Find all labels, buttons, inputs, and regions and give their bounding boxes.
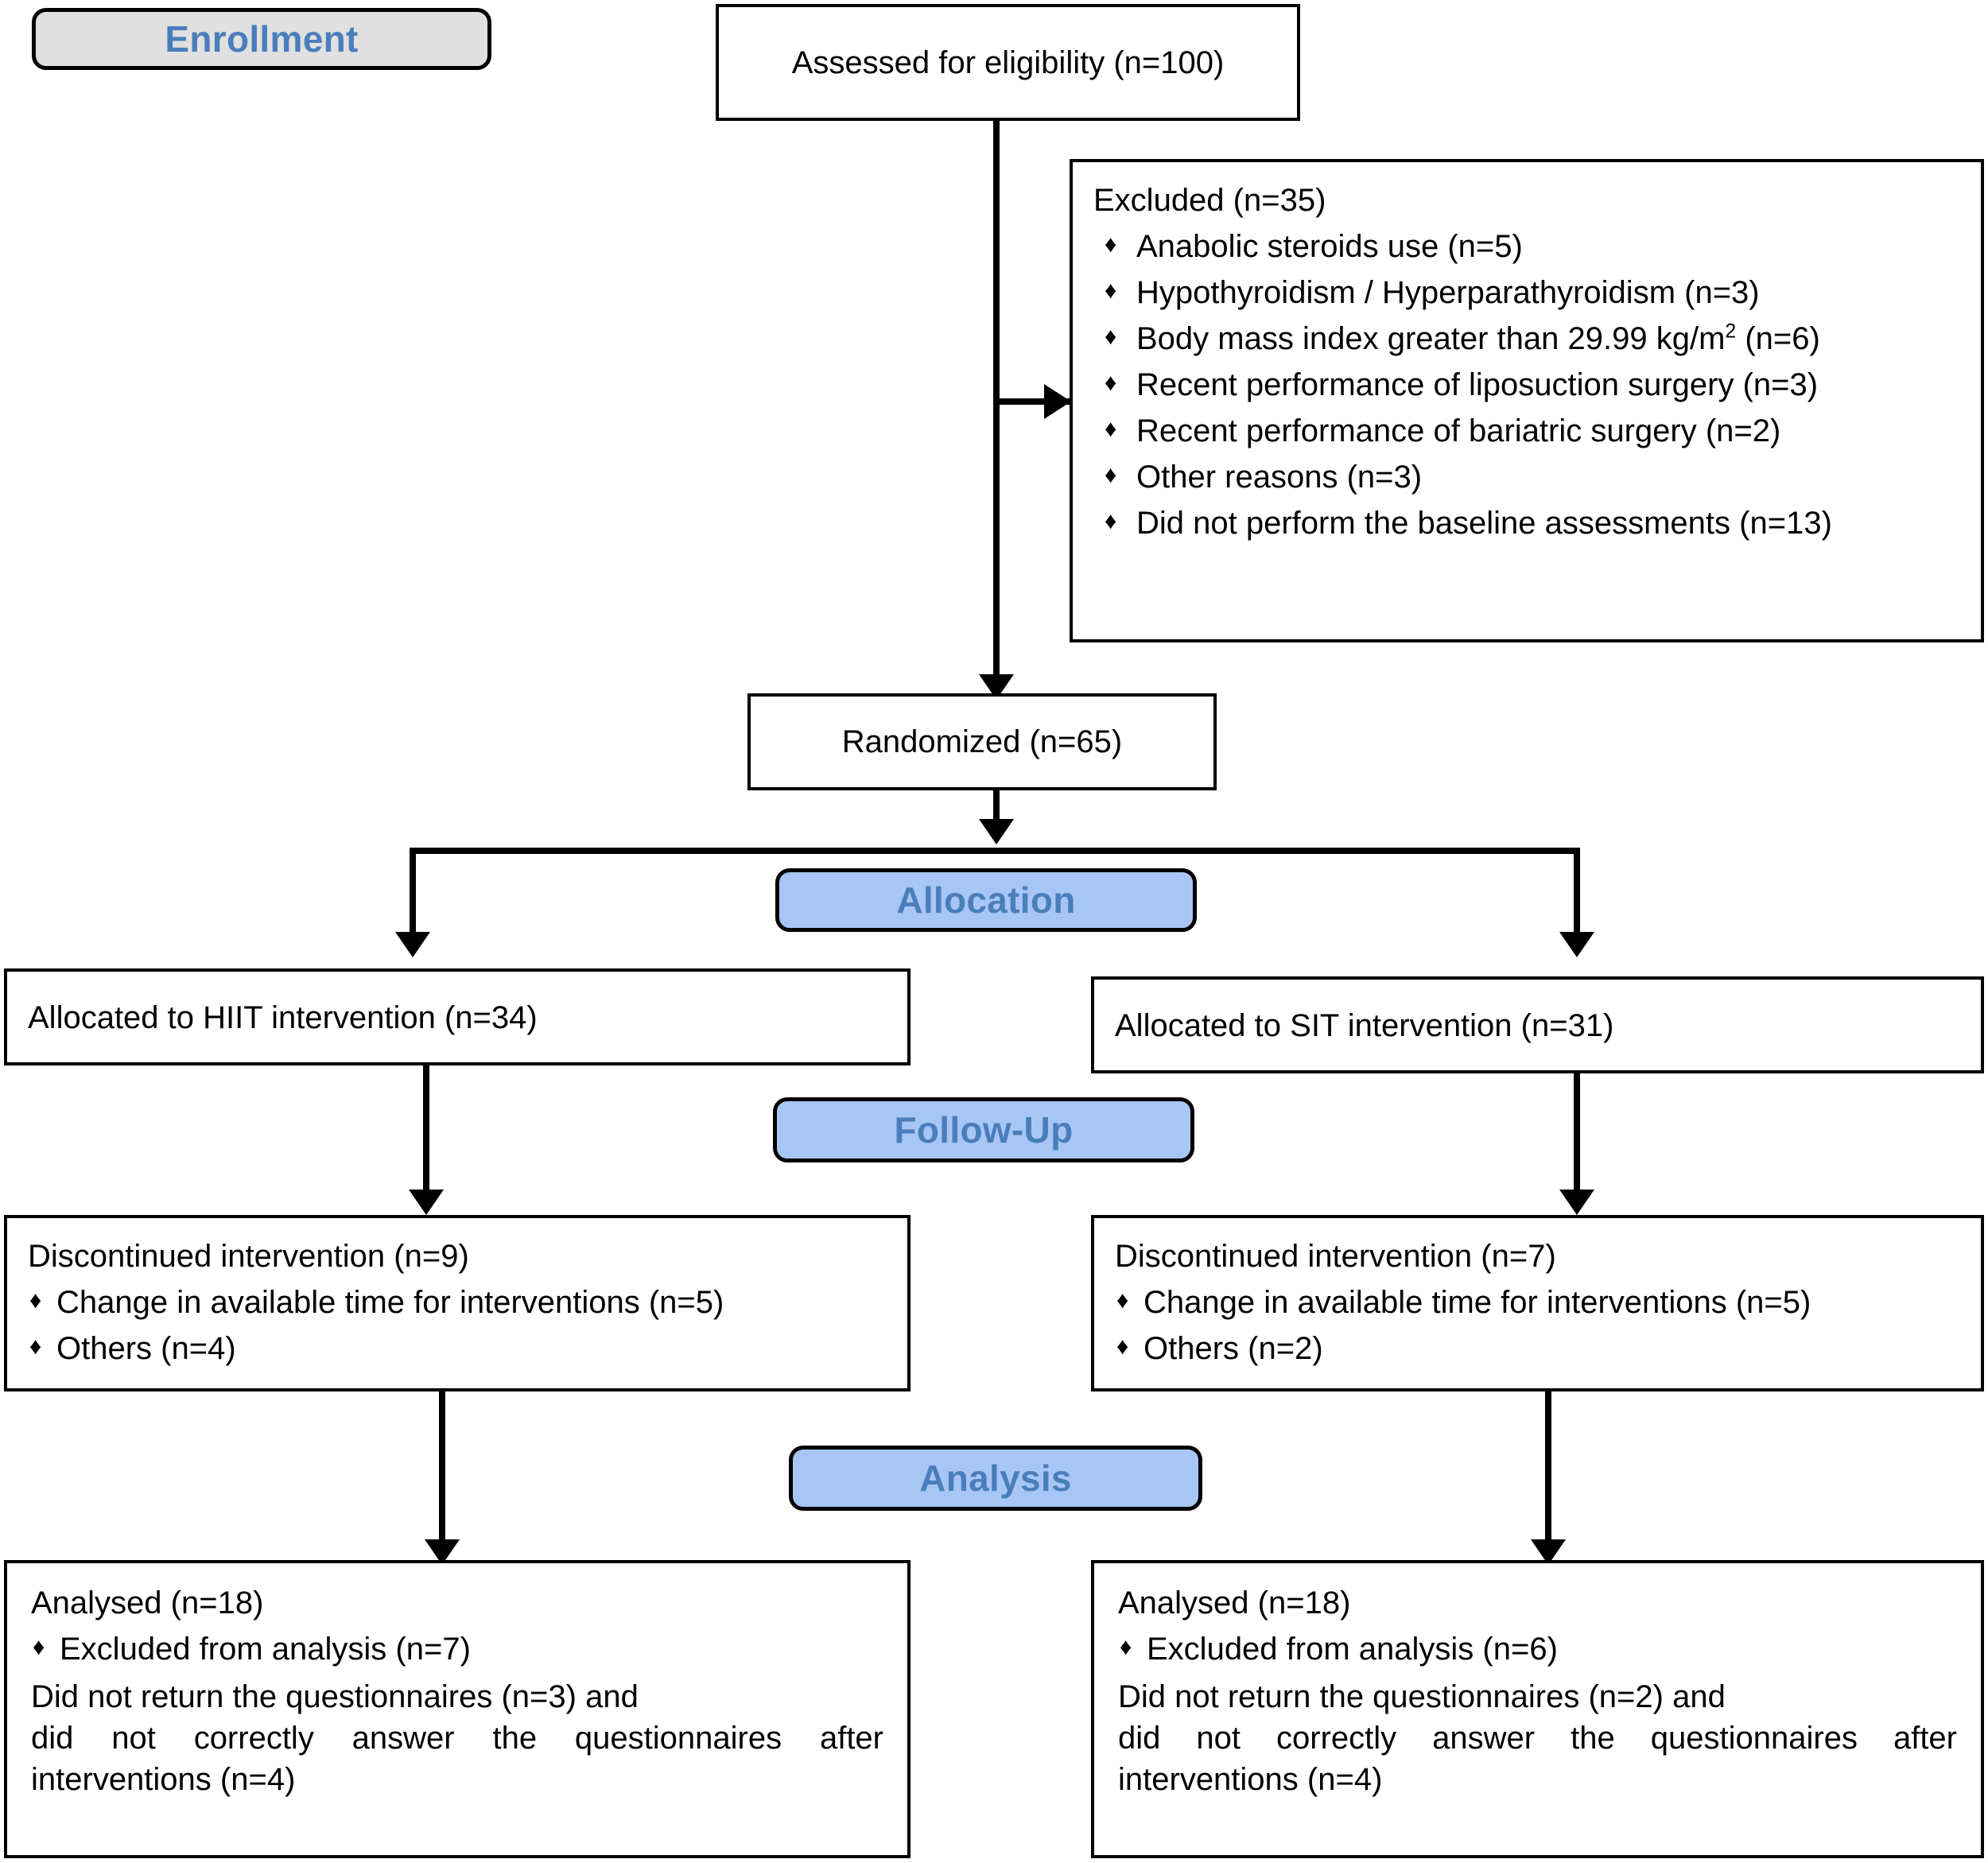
diamond-bullet-icon: ♦ — [1105, 324, 1117, 350]
list-item: ♦ Others (n=2) — [1115, 1328, 1960, 1369]
randomized-label: Randomized (n=65) — [841, 724, 1123, 759]
discontinued-right-reason-text: Change in available time for interventio… — [1143, 1285, 1811, 1320]
analysed-left-reason-text: Excluded from analysis (n=7) — [60, 1632, 471, 1667]
analysed-right-reason-text: Excluded from analysis (n=6) — [1147, 1632, 1558, 1667]
excluded-reason-bmi-exponent: 2 — [1725, 320, 1737, 343]
node-discontinued-right: Discontinued intervention (n=7) ♦ Change… — [1091, 1215, 1984, 1391]
analysed-right-note-line-1: Did not return the questionnaires (n=2) … — [1118, 1679, 1726, 1714]
arrowhead-to-excluded — [1044, 384, 1071, 419]
assessed-label: Assessed for eligibility (n=100) — [791, 45, 1225, 80]
excluded-reason-text: Anabolic steroids use (n=5) — [1136, 229, 1523, 264]
analysed-right-note-line-3: interventions (n=4) — [1118, 1762, 1383, 1797]
discontinued-left-header: Discontinued intervention (n=9) — [28, 1239, 469, 1274]
diamond-bullet-icon: ♦ — [1116, 1287, 1129, 1314]
diamond-bullet-icon: ♦ — [33, 1634, 45, 1660]
node-analysed-left: Analysed (n=18) ♦ Excluded from analysis… — [4, 1560, 911, 1858]
stage-label-allocation-text: Allocation — [896, 879, 1076, 921]
discontinued-left-reason-list: ♦ Change in available time for intervent… — [28, 1282, 887, 1369]
stage-label-analysis: Analysis — [789, 1446, 1202, 1511]
node-allocated-right: Allocated to SIT intervention (n=31) — [1091, 976, 1984, 1073]
excluded-reason-text: Other reasons (n=3) — [1136, 460, 1423, 495]
connector-left-discontinued-to-analysed — [439, 1391, 445, 1543]
list-item: ♦ Hypothyroidism / Hyperparathyroidism (… — [1093, 272, 1960, 313]
analysed-right-reason-list: ♦ Excluded from analysis (n=6) — [1118, 1628, 1957, 1670]
list-item: ♦ Change in available time for intervent… — [1115, 1282, 1960, 1323]
connector-randomized-to-split — [993, 790, 1000, 824]
diamond-bullet-icon: ♦ — [1105, 278, 1117, 304]
connector-assessed-to-randomized — [993, 121, 1000, 700]
connector-left-allocated-to-discontinued — [423, 1065, 429, 1193]
connector-right-discontinued-to-analysed — [1545, 1391, 1551, 1543]
discontinued-right-reason-list: ♦ Change in available time for intervent… — [1115, 1282, 1960, 1369]
node-randomized: Randomized (n=65) — [747, 693, 1217, 790]
excluded-reason-list: ♦ Anabolic steroids use (n=5) ♦ Hypothyr… — [1093, 226, 1960, 544]
diamond-bullet-icon: ♦ — [29, 1333, 42, 1360]
analysed-left-reason-list: ♦ Excluded from analysis (n=7) — [31, 1628, 883, 1670]
stage-label-enrollment: Enrollment — [32, 8, 491, 70]
excluded-header: Excluded (n=35) — [1093, 183, 1326, 218]
excluded-reason-text: Recent performance of liposuction surger… — [1136, 367, 1819, 402]
discontinued-left-reason-text: Others (n=4) — [56, 1331, 236, 1366]
diamond-bullet-icon: ♦ — [1116, 1333, 1129, 1360]
diamond-bullet-icon: ♦ — [1105, 370, 1117, 396]
node-allocated-left: Allocated to HIIT intervention (n=34) — [4, 968, 911, 1065]
list-item: ♦ Did not perform the baseline assessmen… — [1093, 503, 1960, 544]
analysed-left-note-line-3: interventions (n=4) — [31, 1762, 296, 1797]
connector-split-to-right-allocation — [1574, 848, 1580, 935]
discontinued-right-reason-text: Others (n=2) — [1143, 1331, 1323, 1366]
arrowhead-randomized-to-split — [979, 819, 1014, 844]
node-excluded: Excluded (n=35) ♦ Anabolic steroids use … — [1070, 159, 1984, 642]
stage-label-followup-text: Follow-Up — [894, 1109, 1074, 1151]
discontinued-right-header: Discontinued intervention (n=7) — [1115, 1239, 1556, 1274]
allocated-right-label: Allocated to SIT intervention (n=31) — [1115, 1008, 1614, 1043]
discontinued-left-reason-text: Change in available time for interventio… — [56, 1285, 724, 1320]
list-item: ♦ Others (n=4) — [28, 1328, 887, 1369]
excluded-reason-text: Hypothyroidism / Hyperparathyroidism (n=… — [1136, 275, 1760, 310]
excluded-reason-text: Did not perform the baseline assessments… — [1136, 506, 1832, 541]
allocated-left-label: Allocated to HIIT intervention (n=34) — [28, 1000, 538, 1035]
analysed-left-note-line-2: did not correctly answer the questionnai… — [31, 1721, 883, 1756]
list-item: ♦ Recent performance of bariatric surger… — [1093, 410, 1960, 452]
analysed-right-note-line-2: did not correctly answer the questionnai… — [1118, 1721, 1957, 1756]
analysed-left-note-line-1: Did not return the questionnaires (n=3) … — [31, 1679, 639, 1714]
list-item: ♦ Excluded from analysis (n=7) — [31, 1628, 883, 1670]
excluded-reason-bmi-prefix: Body mass index greater than 29.99 kg/m — [1136, 321, 1726, 356]
stage-label-enrollment-text: Enrollment — [165, 18, 359, 60]
list-item: ♦ Body mass index greater than 29.99 kg/… — [1093, 318, 1960, 359]
arrowhead-left-allocated-to-discontinued — [409, 1190, 444, 1215]
connector-allocation-split-bar — [410, 848, 1580, 854]
connector-right-allocated-to-discontinued — [1574, 1073, 1580, 1193]
node-discontinued-left: Discontinued intervention (n=9) ♦ Change… — [4, 1215, 911, 1391]
arrowhead-split-to-left-allocation — [395, 932, 430, 957]
list-item: ♦ Other reasons (n=3) — [1093, 456, 1960, 498]
connector-to-excluded — [998, 398, 1071, 405]
stage-label-allocation: Allocation — [775, 868, 1197, 932]
diamond-bullet-icon: ♦ — [1105, 416, 1117, 442]
diamond-bullet-icon: ♦ — [1105, 508, 1117, 534]
analysed-right-header: Analysed (n=18) — [1118, 1585, 1351, 1620]
arrowhead-right-allocated-to-discontinued — [1559, 1190, 1594, 1215]
stage-label-followup: Follow-Up — [773, 1097, 1194, 1162]
excluded-reason-text: Recent performance of bariatric surgery … — [1136, 413, 1781, 448]
node-assessed-for-eligibility: Assessed for eligibility (n=100) — [716, 4, 1300, 121]
list-item: ♦ Recent performance of liposuction surg… — [1093, 364, 1960, 406]
diamond-bullet-icon: ♦ — [1105, 462, 1117, 488]
diamond-bullet-icon: ♦ — [1105, 231, 1117, 258]
diamond-bullet-icon: ♦ — [29, 1287, 42, 1314]
node-analysed-right: Analysed (n=18) ♦ Excluded from analysis… — [1091, 1560, 1984, 1858]
diamond-bullet-icon: ♦ — [1120, 1634, 1132, 1660]
arrowhead-split-to-right-allocation — [1559, 932, 1594, 957]
list-item: ♦ Excluded from analysis (n=6) — [1118, 1628, 1957, 1670]
list-item: ♦ Change in available time for intervent… — [28, 1282, 887, 1323]
connector-split-to-left-allocation — [410, 848, 416, 935]
list-item: ♦ Anabolic steroids use (n=5) — [1093, 226, 1960, 267]
analysed-left-header: Analysed (n=18) — [31, 1585, 264, 1620]
stage-label-analysis-text: Analysis — [919, 1457, 1072, 1499]
excluded-reason-bmi-suffix: (n=6) — [1736, 321, 1820, 356]
